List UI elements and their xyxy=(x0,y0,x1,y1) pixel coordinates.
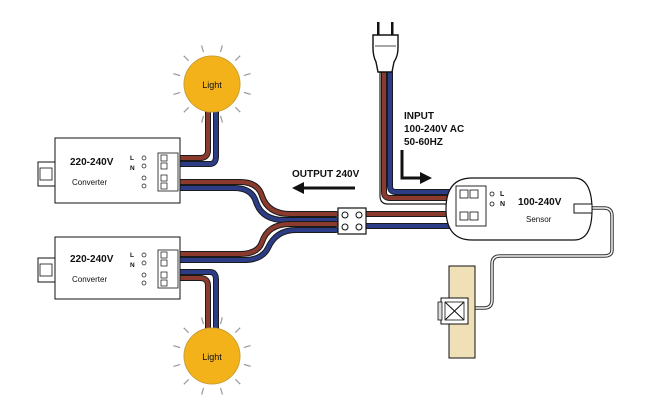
light-ray xyxy=(243,345,251,348)
top-light-cable xyxy=(173,109,219,167)
light-ray xyxy=(243,73,251,76)
input-cable xyxy=(379,69,459,205)
input-voltage: 100-240V AC xyxy=(404,124,464,135)
light-ray xyxy=(219,45,223,53)
light-ray xyxy=(183,106,190,113)
converter-1-n-label: N xyxy=(130,165,135,172)
junction-terminal xyxy=(337,207,367,235)
light-ray xyxy=(173,73,181,77)
wall-switch xyxy=(437,265,476,359)
light-ray xyxy=(183,55,190,62)
input-arrow xyxy=(400,150,432,184)
sensor-l-label: L xyxy=(500,191,505,198)
sensor-n-label: N xyxy=(500,201,505,208)
light-ray xyxy=(173,364,181,367)
light-ray xyxy=(234,327,241,334)
converter-1-cable xyxy=(173,179,339,223)
top-light-rays xyxy=(173,45,251,123)
bottom-light-cable xyxy=(173,269,219,333)
output-label: OUTPUT 240V xyxy=(292,169,360,180)
converter-2-name: Converter xyxy=(72,275,107,284)
converter-2: 220-240V Converter L N xyxy=(37,236,181,300)
bottom-light-rays xyxy=(173,317,251,395)
sensor-name: Sensor xyxy=(526,215,552,224)
light-ray xyxy=(173,345,181,349)
bottom-light-label: Light xyxy=(202,352,222,362)
light-ray xyxy=(220,115,223,123)
light-ray xyxy=(183,327,190,334)
input-label: INPUT 100-240V AC 50-60HZ xyxy=(404,111,464,148)
light-ray xyxy=(234,55,241,62)
light-ray xyxy=(183,378,190,385)
sensor-unit: L N 100-240V Sensor xyxy=(445,177,593,241)
light-ray xyxy=(201,317,204,325)
light-ray xyxy=(243,363,251,367)
converter-1-voltage: 220-240V xyxy=(70,157,114,168)
converter-1-name: Converter xyxy=(72,178,107,187)
wiring xyxy=(173,69,614,333)
converter-2-voltage: 220-240V xyxy=(70,254,114,265)
converter-1-l-label: L xyxy=(130,155,134,162)
converter-2-l-label: L xyxy=(130,252,134,259)
light-ray xyxy=(234,106,241,113)
sensor-output-cable xyxy=(363,211,459,229)
light-ray xyxy=(219,317,223,325)
power-plug xyxy=(372,22,399,73)
light-ray xyxy=(201,387,205,395)
top-light: Light xyxy=(173,45,251,123)
sensor-voltage: 100-240V xyxy=(518,197,562,208)
light-ray xyxy=(243,91,251,95)
switch-cable xyxy=(468,206,614,310)
converter-1: 220-240V Converter L N xyxy=(37,137,181,204)
light-ray xyxy=(220,387,223,395)
bottom-light: Light xyxy=(173,317,251,395)
light-ray xyxy=(173,92,181,95)
output-label-group: OUTPUT 240V xyxy=(292,169,360,194)
input-title: INPUT xyxy=(404,111,434,122)
light-ray xyxy=(201,115,205,123)
converter-2-n-label: N xyxy=(130,262,135,269)
top-light-label: Light xyxy=(202,80,222,90)
light-ray xyxy=(201,45,204,53)
converter-2-cable xyxy=(173,221,339,263)
light-ray xyxy=(234,378,241,385)
input-frequency: 50-60HZ xyxy=(404,137,443,148)
output-arrow-icon xyxy=(292,182,304,194)
